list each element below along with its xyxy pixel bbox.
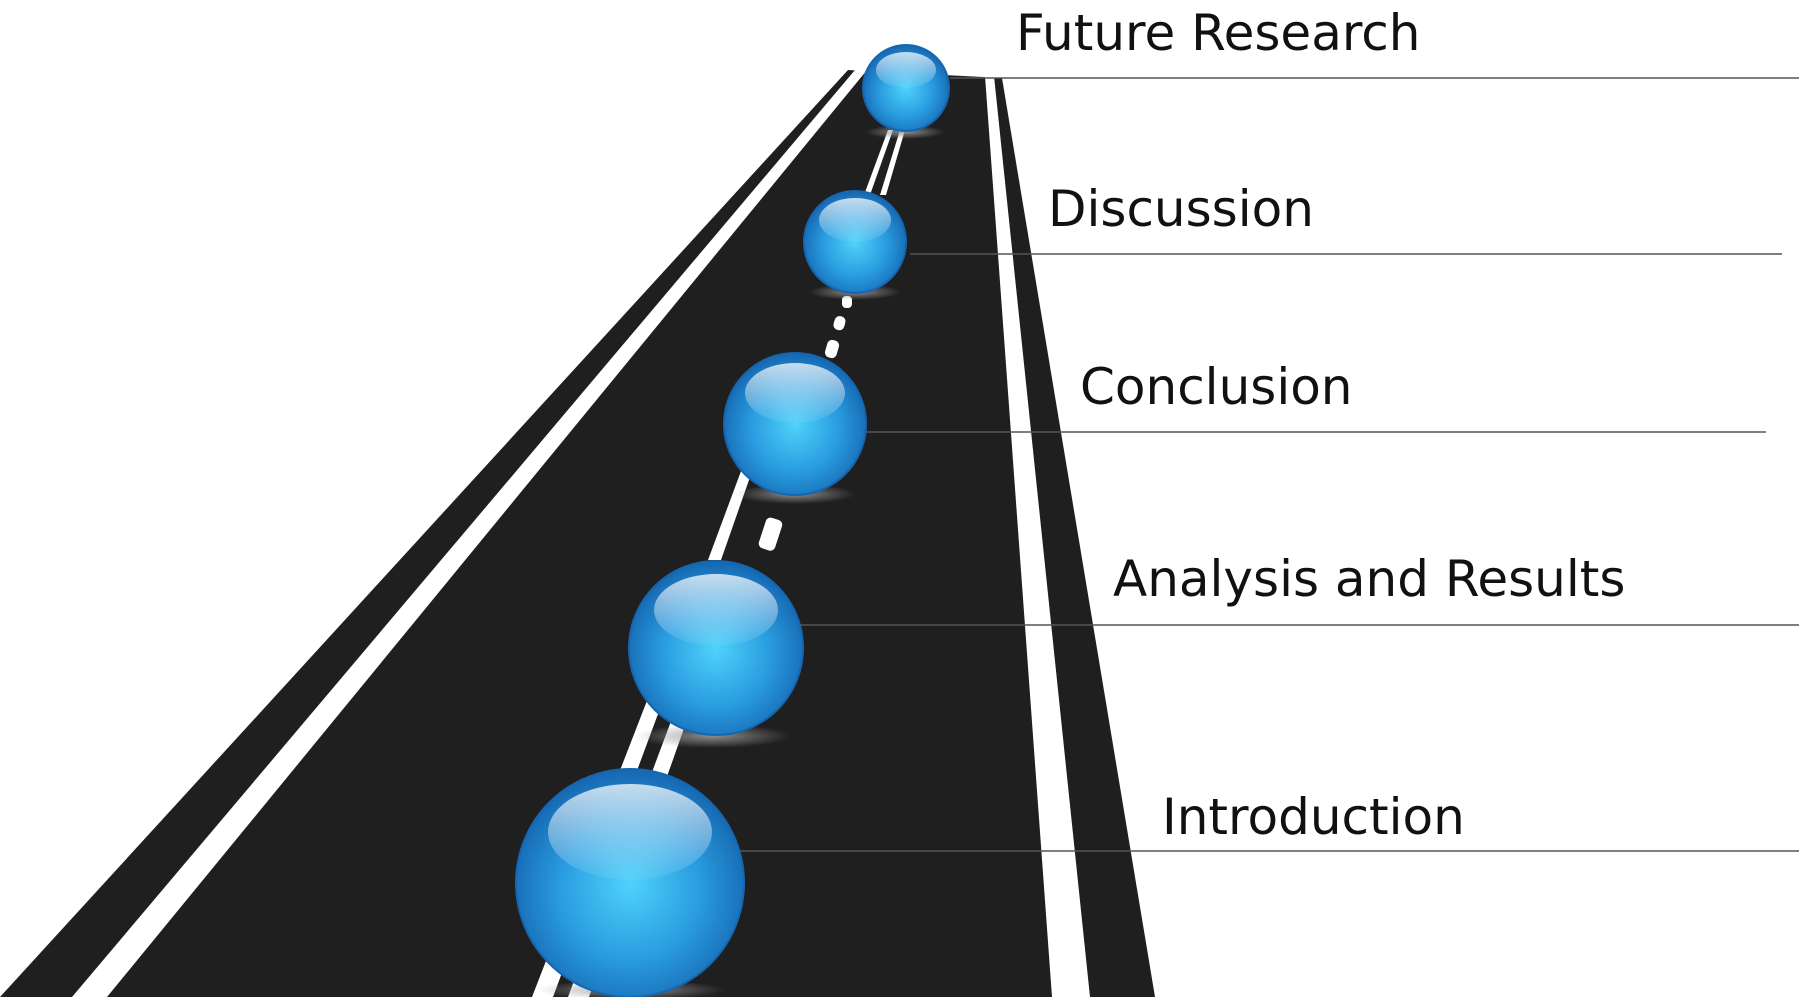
road-center-dash: [833, 316, 846, 331]
road-left-edge-line: [72, 70, 867, 997]
road-right-edge-line: [985, 76, 1090, 997]
sphere-shadow: [865, 125, 945, 139]
stage-label-discussion: Discussion: [1048, 180, 1314, 238]
sphere-gloss: [876, 52, 936, 88]
stage-introduction: Introduction: [515, 768, 1799, 997]
stage-analysis-and-results: Analysis and Results: [628, 550, 1799, 748]
stage-label-introduction: Introduction: [1162, 788, 1465, 846]
sphere-shadow: [634, 724, 790, 748]
stage-label-conclusion: Conclusion: [1080, 358, 1353, 416]
stage-label-analysis-and-results: Analysis and Results: [1113, 550, 1625, 608]
stage-label-future-research: Future Research: [1016, 4, 1420, 62]
road-center-line-upper-left: [864, 130, 893, 195]
road-center-dash: [824, 339, 840, 359]
road-center-dash: [758, 517, 783, 551]
sphere-gloss: [819, 198, 891, 242]
stage-conclusion: Conclusion: [723, 352, 1766, 504]
sphere-gloss: [745, 363, 845, 423]
sphere-gloss: [548, 784, 712, 880]
stage-discussion: Discussion: [803, 180, 1782, 300]
sphere-gloss: [654, 574, 778, 646]
road-center-line-upper-right: [880, 130, 905, 195]
stage-future-research: Future Research: [862, 4, 1799, 139]
